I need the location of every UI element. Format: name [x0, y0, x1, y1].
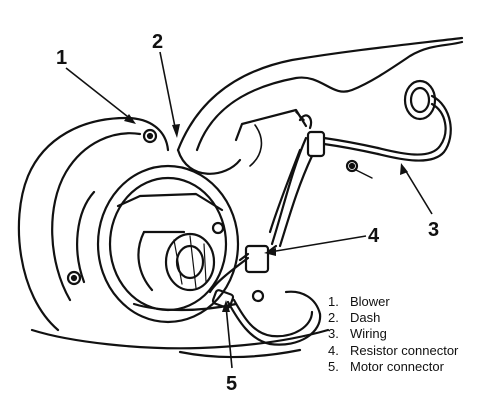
callout-3: 3: [428, 219, 439, 241]
wiring-harness: [208, 79, 452, 346]
legend-item: 1. Blower: [328, 294, 458, 310]
legend-number: 2.: [328, 310, 339, 326]
leader-line-2: [159, 51, 177, 133]
leader-line-5: [225, 305, 233, 369]
leader-line-3: [403, 167, 433, 215]
legend-item: 2. Dash: [328, 310, 458, 326]
legend: 1. Blower 2. Dash 3. Wiring 4. Resistor conn…: [328, 294, 458, 375]
legend-item: 4. Resistor connector: [328, 343, 458, 359]
arrowhead-4: [264, 248, 276, 256]
leader-line-4: [269, 235, 367, 253]
arrowhead-5: [222, 300, 230, 312]
callout-4: 4: [368, 225, 380, 247]
arrowhead-2: [172, 124, 180, 138]
resistor-connector: [238, 244, 278, 274]
legend-label: Blower: [350, 294, 390, 309]
legend-item: 3. Wiring: [328, 326, 458, 342]
callout-2: 2: [152, 31, 163, 53]
legend-number: 3.: [328, 326, 339, 342]
callout-1: 1: [56, 47, 67, 69]
legend-label: Dash: [350, 310, 381, 326]
arrowhead-1: [124, 114, 136, 124]
legend-label: Wiring: [350, 326, 387, 342]
blower-housing: [17, 116, 265, 332]
leader-line-1: [65, 67, 133, 121]
callout-5: 5: [226, 373, 237, 395]
motor-connector: [211, 289, 235, 309]
legend-label: Resistor connector: [350, 342, 459, 358]
legend-number: 1.: [328, 294, 339, 309]
legend-item: 5. Motor connector: [328, 359, 458, 375]
legend-number: 4.: [328, 342, 339, 358]
legend-label: Motor connector: [350, 358, 444, 374]
dash-panel: [30, 36, 464, 359]
arrowhead-3: [400, 163, 408, 175]
legend-number: 5.: [328, 358, 339, 374]
